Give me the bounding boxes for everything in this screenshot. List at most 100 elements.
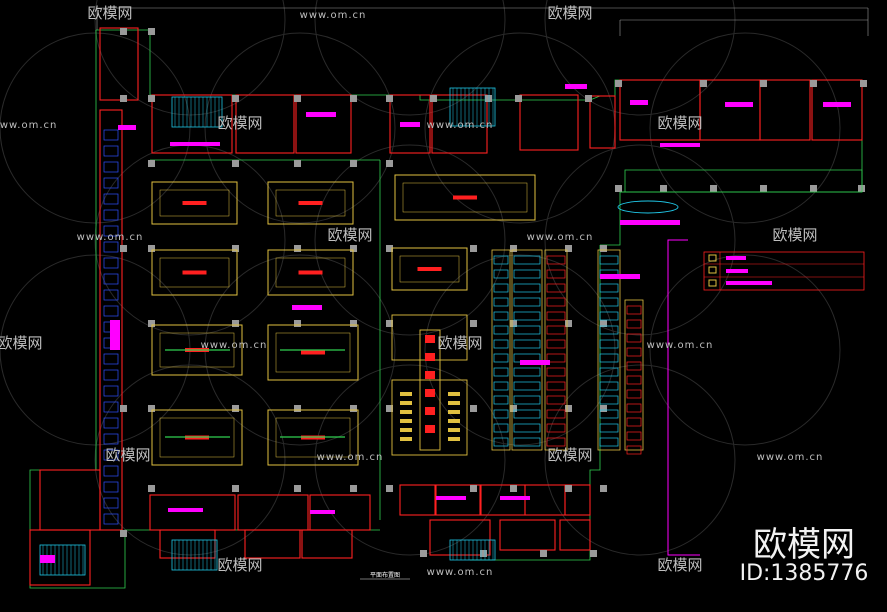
room-wall bbox=[237, 494, 309, 531]
column bbox=[120, 405, 127, 412]
column bbox=[485, 95, 492, 102]
column bbox=[480, 550, 487, 557]
display-table-inner bbox=[402, 182, 528, 213]
bay-slot bbox=[513, 297, 541, 307]
bay-slot bbox=[513, 255, 541, 265]
corridor bbox=[620, 169, 863, 193]
bay-slot bbox=[513, 339, 541, 349]
bay-slot bbox=[626, 375, 642, 385]
label-block bbox=[306, 112, 336, 117]
watermark-id: ID:1385776 bbox=[740, 561, 869, 586]
dimension-lines bbox=[96, 7, 869, 36]
bay-slot bbox=[493, 353, 509, 363]
column bbox=[148, 485, 155, 492]
watermark-brand: 欧模网 bbox=[217, 114, 262, 132]
display-table bbox=[151, 409, 243, 466]
rack bbox=[103, 145, 119, 157]
label-block bbox=[400, 122, 420, 127]
bay-slot bbox=[626, 333, 642, 343]
rack bbox=[103, 209, 119, 221]
column bbox=[232, 160, 239, 167]
column bbox=[810, 185, 817, 192]
shelf bbox=[448, 428, 460, 432]
watermark-brand: 欧模网 bbox=[547, 446, 592, 464]
column bbox=[585, 95, 592, 102]
bay-frame bbox=[491, 249, 511, 451]
rack bbox=[103, 177, 119, 189]
watermark-brand: 欧模网 bbox=[0, 334, 43, 352]
bay-slot bbox=[513, 325, 541, 335]
bay-slot bbox=[546, 353, 566, 363]
column bbox=[565, 405, 572, 412]
bay-slot bbox=[599, 325, 619, 335]
bay-slot bbox=[546, 269, 566, 279]
column bbox=[120, 530, 127, 537]
display-table bbox=[151, 249, 238, 296]
room-wall bbox=[429, 519, 491, 556]
column bbox=[540, 550, 547, 557]
column bbox=[294, 485, 301, 492]
rack bbox=[103, 481, 119, 493]
counter-marker bbox=[425, 407, 435, 415]
rack bbox=[103, 401, 119, 413]
bay-slot bbox=[493, 395, 509, 405]
label-block bbox=[725, 102, 753, 107]
label-block bbox=[660, 143, 700, 147]
bay-slot bbox=[626, 305, 642, 315]
display-table-inner bbox=[275, 417, 351, 458]
column bbox=[700, 80, 707, 87]
room-wall bbox=[389, 94, 431, 154]
column bbox=[386, 245, 393, 252]
storage-bays bbox=[491, 169, 863, 455]
bay-slot bbox=[546, 423, 566, 433]
shelf bbox=[448, 437, 460, 441]
room-wall bbox=[39, 469, 101, 531]
column bbox=[600, 405, 607, 412]
column bbox=[350, 245, 357, 252]
rack bbox=[103, 433, 119, 445]
column bbox=[148, 320, 155, 327]
room-walls bbox=[29, 27, 867, 586]
bay-slot bbox=[546, 367, 566, 377]
room-wall bbox=[244, 529, 301, 559]
column bbox=[660, 185, 667, 192]
watermark-circle bbox=[649, 32, 841, 224]
column bbox=[470, 245, 477, 252]
bay-slot bbox=[546, 255, 566, 265]
room-wall bbox=[149, 494, 236, 531]
display-marker bbox=[298, 201, 323, 205]
label-block bbox=[520, 360, 550, 365]
bay-frame bbox=[544, 249, 568, 451]
column bbox=[470, 320, 477, 327]
column bbox=[350, 95, 357, 102]
rack bbox=[103, 225, 119, 237]
watermark-brand: 欧模网 bbox=[327, 226, 372, 244]
watermark-url: www.om.cn bbox=[757, 452, 824, 463]
watermark-circle bbox=[649, 254, 841, 446]
label-block bbox=[118, 125, 136, 130]
watermark-brand: 欧模网 bbox=[437, 334, 482, 352]
watermark-url: www.om.cn bbox=[300, 10, 367, 21]
room-wall bbox=[499, 519, 556, 551]
bay-slot bbox=[493, 409, 509, 419]
watermark-circle bbox=[0, 32, 191, 224]
watermark-url: www.om.cn bbox=[427, 120, 494, 131]
drawing-title-block: 平面布置图 bbox=[360, 571, 410, 580]
watermark-texts: 欧模网欧模网欧模网欧模网欧模网欧模网欧模网欧模网欧模网欧模网欧模网欧模网www.… bbox=[0, 4, 824, 578]
legend bbox=[703, 251, 865, 291]
column bbox=[148, 245, 155, 252]
column bbox=[510, 245, 517, 252]
label-block bbox=[600, 274, 640, 279]
bay-slot bbox=[513, 437, 541, 447]
bay-slot bbox=[493, 381, 509, 391]
display-table-inner bbox=[275, 189, 346, 217]
bay-slot bbox=[493, 423, 509, 433]
bay-slot bbox=[546, 283, 566, 293]
display-table-inner bbox=[159, 189, 230, 217]
bay-slot bbox=[493, 255, 509, 265]
column bbox=[386, 485, 393, 492]
bay-slot bbox=[513, 381, 541, 391]
bay-frame bbox=[511, 249, 543, 451]
bay-slot bbox=[626, 389, 642, 399]
display-table-inner bbox=[275, 332, 351, 373]
